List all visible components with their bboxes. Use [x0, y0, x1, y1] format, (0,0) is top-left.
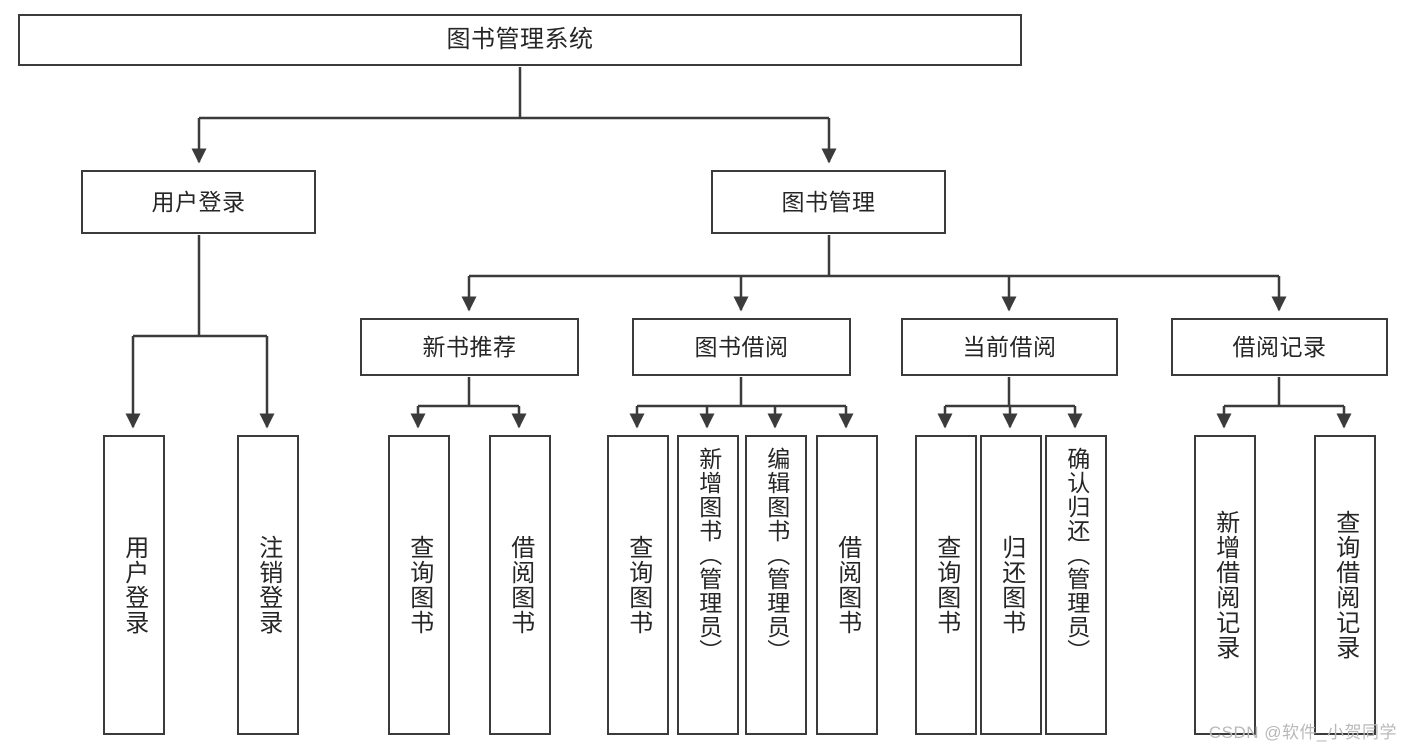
leaf-current-borrow-return-book[interactable]: 归还图书	[980, 435, 1042, 735]
node-label: 新书推荐	[422, 333, 517, 360]
node-label: 借阅记录	[1232, 333, 1327, 360]
node-label: 用户登录	[151, 188, 246, 215]
leaf-user-login-login[interactable]: 用户登录	[103, 435, 165, 735]
node-book-management[interactable]: 图书管理	[711, 170, 946, 234]
node-label: 借阅图书	[833, 535, 861, 635]
leaf-borrow-record-add-record[interactable]: 新增借阅记录	[1194, 435, 1256, 735]
node-label: 图书管理系统	[446, 26, 594, 53]
node-label: 借阅图书	[506, 535, 534, 635]
leaf-current-borrow-query-book[interactable]: 查询图书	[915, 435, 977, 735]
node-label: 注销登录	[254, 535, 282, 635]
node-label: 用户登录	[120, 535, 148, 635]
leaf-current-borrow-confirm-return-admin[interactable]: 确认归还（管理员）	[1045, 435, 1107, 735]
leaf-new-book-query-book[interactable]: 查询图书	[388, 435, 450, 735]
node-current-borrow[interactable]: 当前借阅	[901, 318, 1118, 376]
node-label: 确认归还（管理员）	[1063, 447, 1090, 663]
node-label: 查询图书	[405, 535, 433, 635]
node-label: 新增借阅记录	[1211, 510, 1239, 660]
csdn-watermark: CSDN @软件_小贺同学	[1208, 723, 1397, 742]
node-label: 当前借阅	[962, 333, 1057, 360]
node-label: 归还图书	[997, 535, 1025, 635]
node-label: 新增图书（管理员）	[695, 447, 722, 663]
node-label: 查询借阅记录	[1331, 510, 1359, 660]
node-label: 图书管理	[781, 188, 876, 215]
node-new-book-recommend[interactable]: 新书推荐	[360, 318, 579, 376]
node-root-book-management-system[interactable]: 图书管理系统	[18, 14, 1022, 66]
node-label: 查询图书	[624, 535, 652, 635]
node-label: 图书借阅	[694, 333, 789, 360]
node-user-login[interactable]: 用户登录	[81, 170, 316, 234]
leaf-book-borrow-borrow-book[interactable]: 借阅图书	[816, 435, 878, 735]
node-book-borrow[interactable]: 图书借阅	[632, 318, 851, 376]
leaf-book-borrow-add-book-admin[interactable]: 新增图书（管理员）	[677, 435, 739, 735]
leaf-user-login-logout[interactable]: 注销登录	[237, 435, 299, 735]
leaf-borrow-record-query-record[interactable]: 查询借阅记录	[1314, 435, 1376, 735]
node-borrow-record[interactable]: 借阅记录	[1171, 318, 1388, 376]
leaf-new-book-borrow-book[interactable]: 借阅图书	[489, 435, 551, 735]
leaf-book-borrow-query-book[interactable]: 查询图书	[607, 435, 669, 735]
node-label: 编辑图书（管理员）	[763, 447, 790, 663]
leaf-book-borrow-edit-book-admin[interactable]: 编辑图书（管理员）	[745, 435, 807, 735]
node-label: 查询图书	[932, 535, 960, 635]
